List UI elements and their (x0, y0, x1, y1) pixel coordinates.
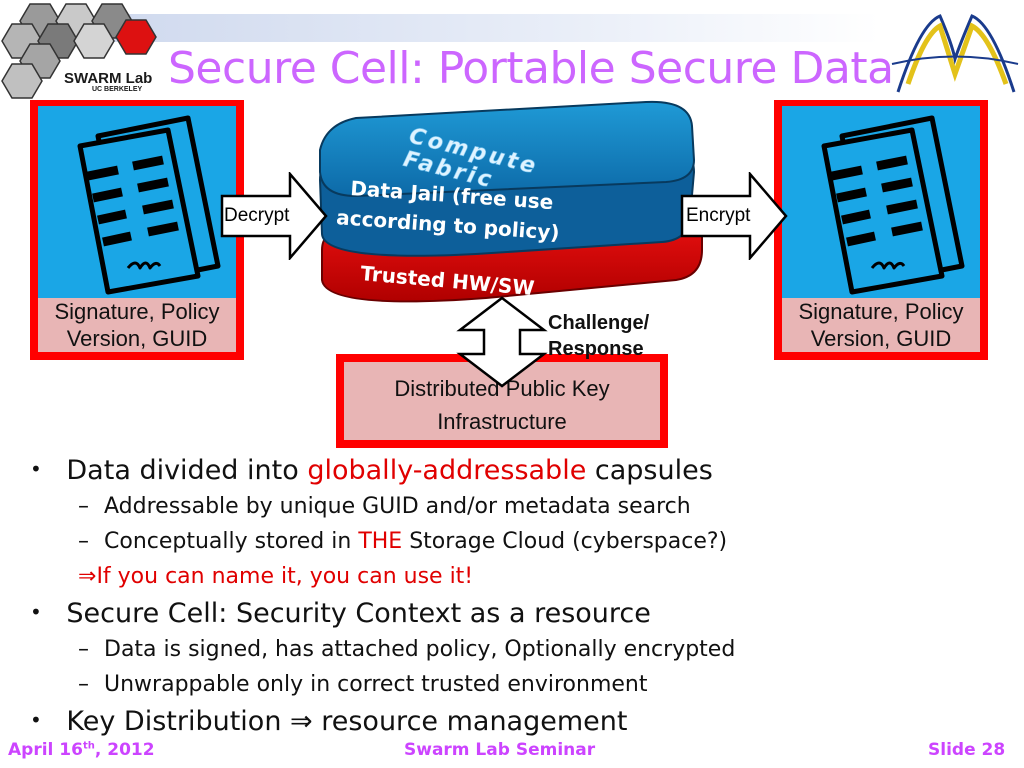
pki-line2: Infrastructure (437, 409, 567, 434)
left-cell-document-area (38, 106, 236, 298)
challenge-line1: Challenge/ (548, 312, 650, 334)
dash-marker: – (78, 529, 89, 554)
decrypt-arrow (220, 172, 328, 260)
bullet-1-pre: Data divided into (66, 455, 308, 486)
right-cell-caption: Signature, Policy Version, GUID (782, 298, 980, 352)
swarm-lab-logo (1, 3, 157, 99)
challenge-line2: Response (548, 338, 644, 360)
right-cell-caption-line2: Version, GUID (810, 326, 952, 351)
bullet-1-implies-text: If you can name it, you can use it! (96, 564, 474, 589)
bullet-3: • Key Distribution ⇒ resource management (30, 706, 627, 737)
bullet-2-sub-1: – Data is signed, has attached policy, O… (78, 637, 735, 662)
bullet-2-sub-1-text: Data is signed, has attached policy, Opt… (104, 637, 736, 662)
footer-date-post: , 2012 (94, 740, 155, 760)
bullet-3-post: resource management (312, 706, 628, 737)
right-cell-document-area (782, 106, 980, 298)
encrypt-arrow (680, 172, 788, 260)
dash-marker: – (78, 672, 89, 697)
logo-text: SWARM Lab (64, 70, 153, 87)
challenge-response-arrow (456, 296, 548, 388)
bullet-1-sub-1-text: Addressable by unique GUID and/or metada… (104, 494, 691, 519)
bullet-1: • Data divided into globally-addressable… (30, 455, 713, 486)
right-secure-cell: Signature, Policy Version, GUID (774, 100, 988, 360)
bullet-1-sub-2-pre: Conceptually stored in (104, 529, 359, 554)
bullet-2: • Secure Cell: Security Context as a res… (30, 598, 651, 629)
compute-fabric-top (319, 100, 696, 198)
bullet-1-sub-2-highlight: THE (358, 529, 403, 554)
left-cell-caption: Signature, Policy Version, GUID (38, 298, 236, 352)
footer-date: April 16th, 2012 (8, 740, 155, 760)
encrypt-label: Encrypt (686, 205, 751, 226)
dash-marker: – (78, 494, 89, 519)
bullet-marker: • (30, 708, 42, 732)
bullet-1-highlight: globally-addressable (307, 455, 587, 486)
pki-text: Distributed Public Key Infrastructure (344, 372, 660, 438)
bullet-2-sub-2: – Unwrappable only in correct trusted en… (78, 672, 648, 697)
bullet-1-implies: ⇒If you can name it, you can use it! (78, 564, 473, 589)
bullet-1-sub-2-post: Storage Cloud (cyberspace?) (402, 529, 728, 554)
bullet-2-sub-2-text: Unwrappable only in correct trusted envi… (104, 672, 648, 697)
bullet-3-pre: Key Distribution (66, 706, 291, 737)
implies-icon: ⇒ (78, 564, 97, 589)
document-stack-icon (821, 115, 965, 295)
right-cell-caption-line1: Signature, Policy (798, 299, 964, 324)
challenge-response-label: Challenge/ Response (548, 310, 649, 362)
page-title: Secure Cell: Portable Secure Data (168, 43, 894, 94)
bullet-marker: • (30, 457, 42, 481)
bullet-1-sub-1: – Addressable by unique GUID and/or meta… (78, 494, 691, 519)
implies-icon: ⇒ (290, 706, 313, 737)
left-secure-cell: Signature, Policy Version, GUID (30, 100, 244, 360)
bullet-marker: • (30, 600, 42, 624)
bullet-2-text: Secure Cell: Security Context as a resou… (66, 598, 651, 629)
footer-date-pre: April 16 (8, 740, 83, 760)
bullet-1-post: capsules (586, 455, 713, 486)
berkeley-m-logo (891, 14, 1019, 93)
document-stack-icon (77, 115, 221, 295)
compute-fabric-diagram: Compute Fabric Data Jail (free use accor… (318, 100, 703, 303)
footer-slide-number: Slide 28 (928, 740, 1006, 760)
dash-marker: – (78, 637, 89, 662)
left-cell-caption-line1: Signature, Policy (54, 299, 220, 324)
bullet-1-sub-2: – Conceptually stored in THE Storage Clo… (78, 529, 727, 554)
left-cell-caption-line2: Version, GUID (66, 326, 208, 351)
header-band (100, 14, 880, 42)
logo-subtext: UC BERKELEY (92, 86, 143, 93)
footer-date-sup: th (82, 740, 95, 752)
decrypt-label: Decrypt (224, 205, 290, 226)
footer-center: Swarm Lab Seminar (404, 740, 596, 760)
